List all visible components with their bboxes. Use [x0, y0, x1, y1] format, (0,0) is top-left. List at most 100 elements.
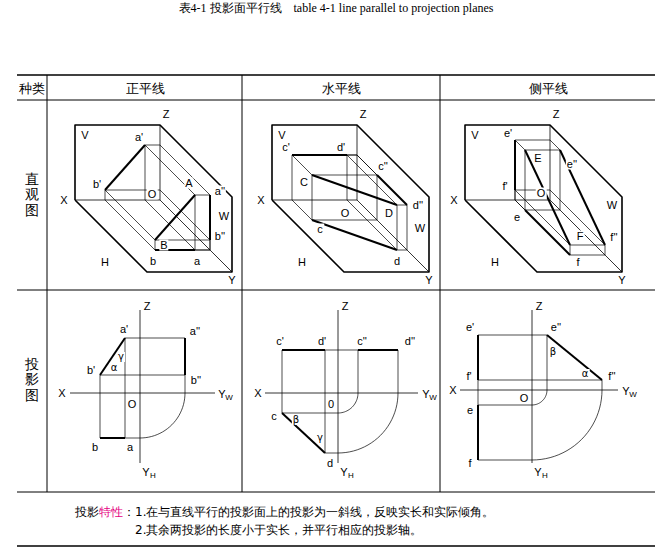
point-label: F — [576, 231, 585, 242]
projection-axis — [140, 310, 141, 463]
space-line — [155, 195, 195, 240]
projector-line — [605, 245, 606, 255]
line-projection — [100, 437, 125, 439]
axis-subscript: H — [347, 472, 355, 480]
point-label: X — [59, 195, 68, 206]
property-note: 投影特性：1.在与直线平行的投影面上的投影为一斜线，反映实长和实际倾角。 — [75, 506, 494, 518]
point-label: e'' — [566, 159, 578, 170]
projection-plane-outline — [272, 125, 429, 272]
point-label: B — [159, 240, 168, 251]
point-label: X — [57, 388, 66, 399]
projector-line — [292, 155, 293, 200]
point-label: a'' — [214, 186, 226, 197]
projector-line — [358, 350, 359, 393]
projector-line — [550, 140, 560, 150]
point-label: d' — [317, 336, 327, 347]
projector-line — [478, 380, 479, 405]
projector-line — [155, 240, 156, 250]
projection-axis — [70, 393, 215, 394]
line-projection — [282, 413, 325, 453]
point-label: d' — [336, 142, 346, 153]
axis-subscript: W — [628, 391, 638, 399]
point-label: Z — [143, 301, 152, 312]
note-text: 2.其余两投影的长度小于实长，并平行相应的投影轴。 — [135, 524, 422, 536]
point-label: Z — [162, 109, 171, 120]
point-label: O — [340, 208, 351, 219]
projector-line — [210, 195, 211, 250]
point-label: c'' — [377, 161, 389, 172]
note-text: ：1.在与直线平行的投影面上的投影为一斜线，反映实长和实际倾角。 — [123, 505, 494, 519]
projector-line — [357, 155, 407, 205]
point-label: c — [316, 224, 324, 235]
angle-label: α — [581, 369, 590, 379]
line-projection — [209, 195, 211, 240]
projector-line — [547, 335, 548, 390]
point-label: X — [256, 195, 265, 206]
point-label: W — [606, 200, 618, 211]
projection-plane-outline — [75, 125, 232, 272]
projector-line — [397, 205, 398, 250]
y-axis — [160, 200, 232, 272]
point-label: e'' — [550, 322, 562, 333]
line-projection — [560, 150, 605, 245]
projector-line — [478, 380, 602, 381]
point-label: H — [100, 257, 110, 268]
projector-line — [105, 190, 106, 200]
point-label: e' — [503, 128, 513, 139]
projector-line — [570, 245, 605, 246]
projector-line — [125, 338, 185, 339]
point-label: b'' — [190, 375, 202, 386]
axis-subscript: H — [149, 472, 157, 480]
projector-line — [145, 145, 146, 200]
point-label: Z — [359, 109, 368, 120]
point-label: c' — [281, 142, 291, 153]
projector-line — [602, 380, 603, 390]
table-rule — [17, 545, 655, 547]
column-header: 正平线 — [126, 82, 165, 95]
point-label: b — [149, 256, 157, 267]
note-heading: 投影 — [75, 505, 99, 519]
line-projection — [312, 220, 397, 250]
point-label: b' — [92, 179, 102, 190]
point-label: 0 — [327, 399, 335, 410]
point-label: a'' — [189, 326, 201, 337]
point-label: V — [80, 130, 89, 141]
point-label: D — [384, 208, 394, 219]
point-label: c'' — [356, 336, 368, 347]
line-projection — [292, 154, 347, 156]
z-axis — [357, 125, 358, 200]
projector-line — [325, 453, 338, 454]
projector-line — [195, 195, 196, 250]
point-label: O — [147, 189, 158, 200]
line-projection — [282, 349, 325, 351]
column-header: 种类 — [19, 82, 45, 95]
table-rule — [17, 74, 655, 76]
point-label: a — [193, 256, 201, 267]
projector-line — [478, 460, 532, 461]
projection-plane-outline — [465, 125, 622, 272]
point-label: W — [414, 223, 426, 234]
point-label: O — [519, 393, 530, 404]
point-label: X — [449, 195, 458, 206]
table-rule — [242, 75, 243, 492]
projector-line — [325, 350, 326, 453]
point-label: Z — [535, 301, 544, 312]
angle-label: γ — [117, 352, 125, 362]
point-label: Y — [424, 275, 433, 286]
projector-line — [100, 375, 101, 438]
space-line — [312, 175, 397, 205]
projector-line — [525, 150, 560, 151]
point-label: H — [297, 257, 307, 268]
projector-line — [478, 335, 547, 336]
point-label: V — [277, 130, 286, 141]
projector-line — [100, 375, 185, 376]
projection-axis — [532, 310, 533, 463]
transfer-arc — [532, 390, 547, 405]
line-projection — [477, 405, 479, 460]
projector-line — [292, 155, 312, 175]
point-label: e — [466, 405, 474, 416]
line-projection — [477, 335, 479, 380]
point-label: d — [393, 256, 401, 267]
point-label: f'' — [607, 371, 616, 382]
point-label: V — [470, 130, 479, 141]
